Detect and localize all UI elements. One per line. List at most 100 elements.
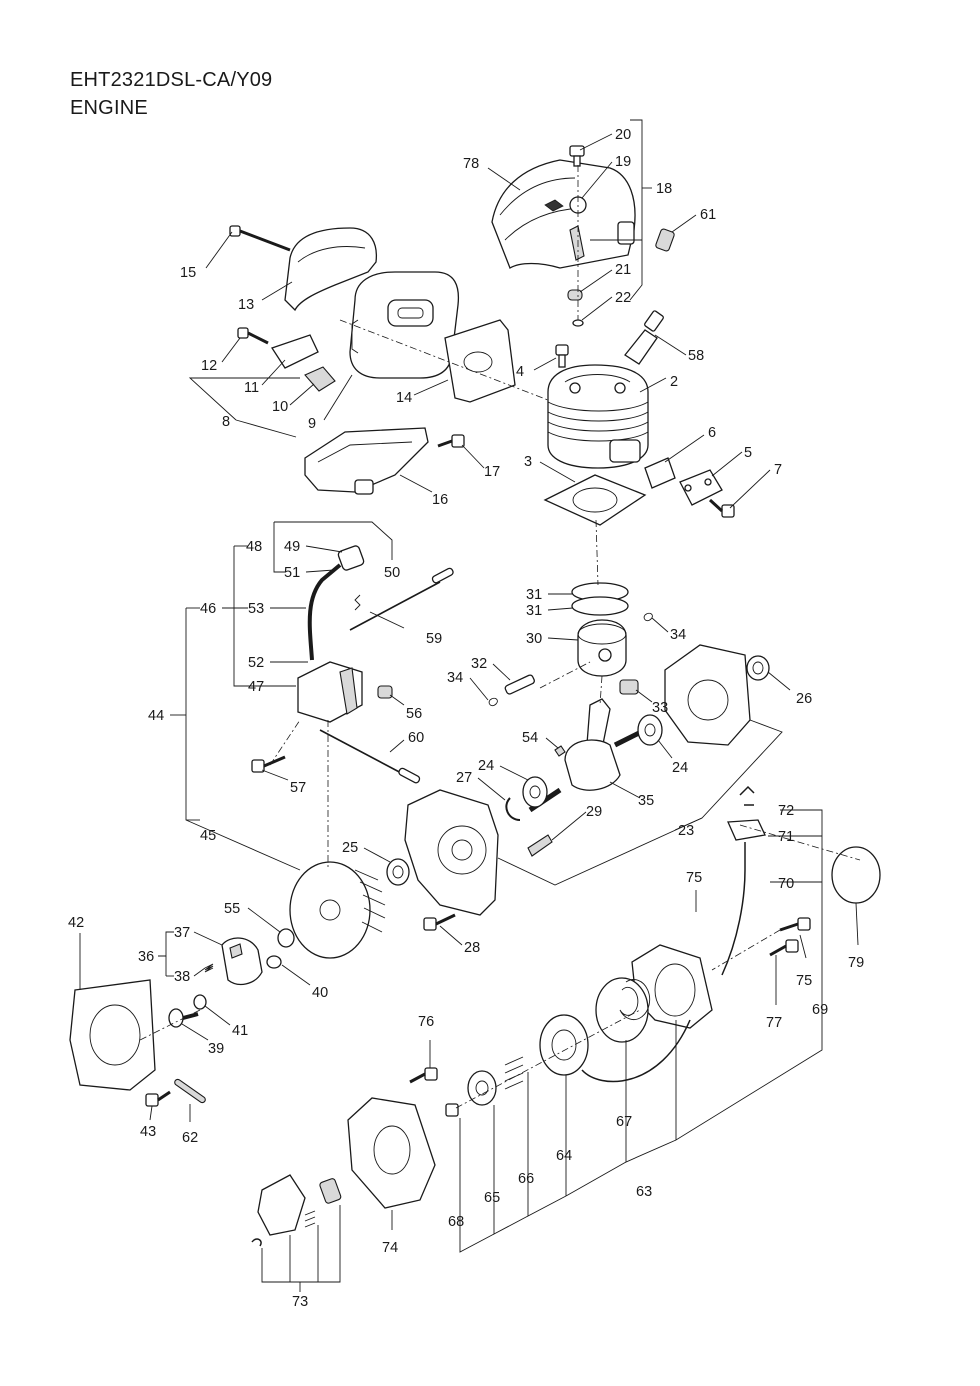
- ignition-coil-47-part: [297, 661, 363, 723]
- gasket-6-part: [644, 457, 676, 489]
- insulator-16-part: [304, 427, 429, 495]
- label-44: 44: [148, 708, 164, 724]
- label-15: 15: [180, 265, 196, 281]
- washer-41-part: [193, 994, 207, 1010]
- air-cleaner-body-9-part: [349, 271, 460, 379]
- label-16: 16: [432, 492, 448, 508]
- filter-10-part: [304, 366, 336, 392]
- label-67: 67: [616, 1114, 632, 1130]
- label-50: 50: [384, 565, 400, 581]
- grommet-21-part: [567, 289, 583, 301]
- bolt-43-part: [145, 1090, 171, 1107]
- flywheel-45-part: [289, 861, 386, 959]
- label-9: 9: [308, 416, 316, 432]
- spacer-56-part: [377, 685, 393, 699]
- label-21: 21: [615, 262, 631, 278]
- label-62: 62: [182, 1130, 198, 1146]
- gasket-plate-14-part: [444, 319, 516, 403]
- label-56: 56: [406, 706, 422, 722]
- label-36: 36: [138, 949, 154, 965]
- tube-62-part: [174, 1078, 206, 1104]
- label-71: 71: [778, 829, 794, 845]
- rope-70-part: [721, 842, 746, 976]
- label-32: 32: [471, 656, 487, 672]
- clip-72-part: [739, 785, 755, 806]
- label-72: 72: [778, 803, 794, 819]
- spring-50-part: [354, 594, 361, 611]
- bolt-17-part: [437, 434, 465, 448]
- washer-22-part: [572, 319, 584, 327]
- label-12: 12: [201, 358, 217, 374]
- label-51: 51: [284, 565, 300, 581]
- plug-cap-49-part: [337, 545, 365, 571]
- bolt-39-part: [168, 1008, 199, 1028]
- clutch-spring-38-part: [204, 963, 214, 973]
- stop-wire-60-part: [319, 729, 421, 784]
- label-38: 38: [174, 969, 190, 985]
- ratchet-73-part: [251, 1174, 342, 1247]
- label-65: 65: [484, 1190, 500, 1206]
- label-10: 10: [272, 399, 288, 415]
- high-tension-lead-53-part: [307, 563, 342, 661]
- block-5-part: [679, 469, 723, 506]
- label-73: 73: [292, 1294, 308, 1310]
- label-19: 19: [615, 154, 631, 170]
- label-57: 57: [290, 780, 306, 796]
- label-78: 78: [463, 156, 479, 172]
- label-26: 26: [796, 691, 812, 707]
- washer-40-part: [266, 955, 282, 969]
- label-49: 49: [284, 539, 300, 555]
- label-40: 40: [312, 985, 328, 1001]
- diagram-model-title: EHT2321DSL-CA/Y09: [70, 69, 273, 91]
- label-4: 4: [516, 364, 524, 380]
- knob-71-part: [727, 819, 766, 841]
- label-5: 5: [744, 445, 752, 461]
- bolt-12-part: [237, 327, 269, 345]
- bolt-76-part: [409, 1067, 438, 1084]
- label-55: 55: [224, 901, 240, 917]
- bolt-7-part: [708, 498, 735, 518]
- bearing-24-part: [637, 714, 663, 746]
- label-77: 77: [766, 1015, 782, 1031]
- label-59: 59: [426, 631, 442, 647]
- gasket-3-part: [543, 474, 647, 526]
- nut-55-part: [277, 928, 295, 948]
- label-17: 17: [484, 464, 500, 480]
- fan-cover-42-part: [69, 979, 156, 1091]
- cylinder-2-part: [547, 364, 649, 469]
- label-20: 20: [615, 127, 631, 143]
- label-43: 43: [140, 1124, 156, 1140]
- label-75: 75: [686, 870, 702, 886]
- bolt-20-part: [569, 145, 585, 167]
- label-54: 54: [522, 730, 538, 746]
- bolt-15-part: [229, 225, 291, 252]
- label-74: 74: [382, 1240, 398, 1256]
- clip-34-part: [643, 612, 653, 622]
- circlip-27-part: [505, 797, 521, 821]
- label-70: 70: [778, 876, 794, 892]
- oil-seal-25-part: [386, 858, 410, 886]
- label-7: 7: [774, 462, 782, 478]
- label-11: 11: [244, 380, 259, 396]
- label-47: 47: [248, 679, 264, 695]
- diagram-section-title: ENGINE: [70, 97, 148, 119]
- crankcase-left-part: [404, 789, 499, 916]
- label-28: 28: [464, 940, 480, 956]
- label-76: 76: [418, 1014, 434, 1030]
- label-66: 66: [518, 1171, 534, 1187]
- label-37: 37: [174, 925, 190, 941]
- clip-34b-part: [488, 697, 498, 707]
- label-34b: 34: [447, 670, 463, 686]
- label-23: 23: [678, 823, 694, 839]
- needle-bearing-33-part: [619, 679, 639, 695]
- crankcase-right-part: [664, 644, 751, 746]
- label-45: 45: [200, 828, 216, 844]
- label-68: 68: [448, 1214, 464, 1230]
- label-42: 42: [68, 915, 84, 931]
- spark-plug-58-part: [624, 310, 664, 365]
- label-60: 60: [408, 730, 424, 746]
- cleaner-cover-13-part: [284, 227, 378, 312]
- clutch-shoe-37-part: [221, 937, 263, 986]
- bolt-77-part: [769, 939, 799, 957]
- label-24: 24: [478, 758, 494, 774]
